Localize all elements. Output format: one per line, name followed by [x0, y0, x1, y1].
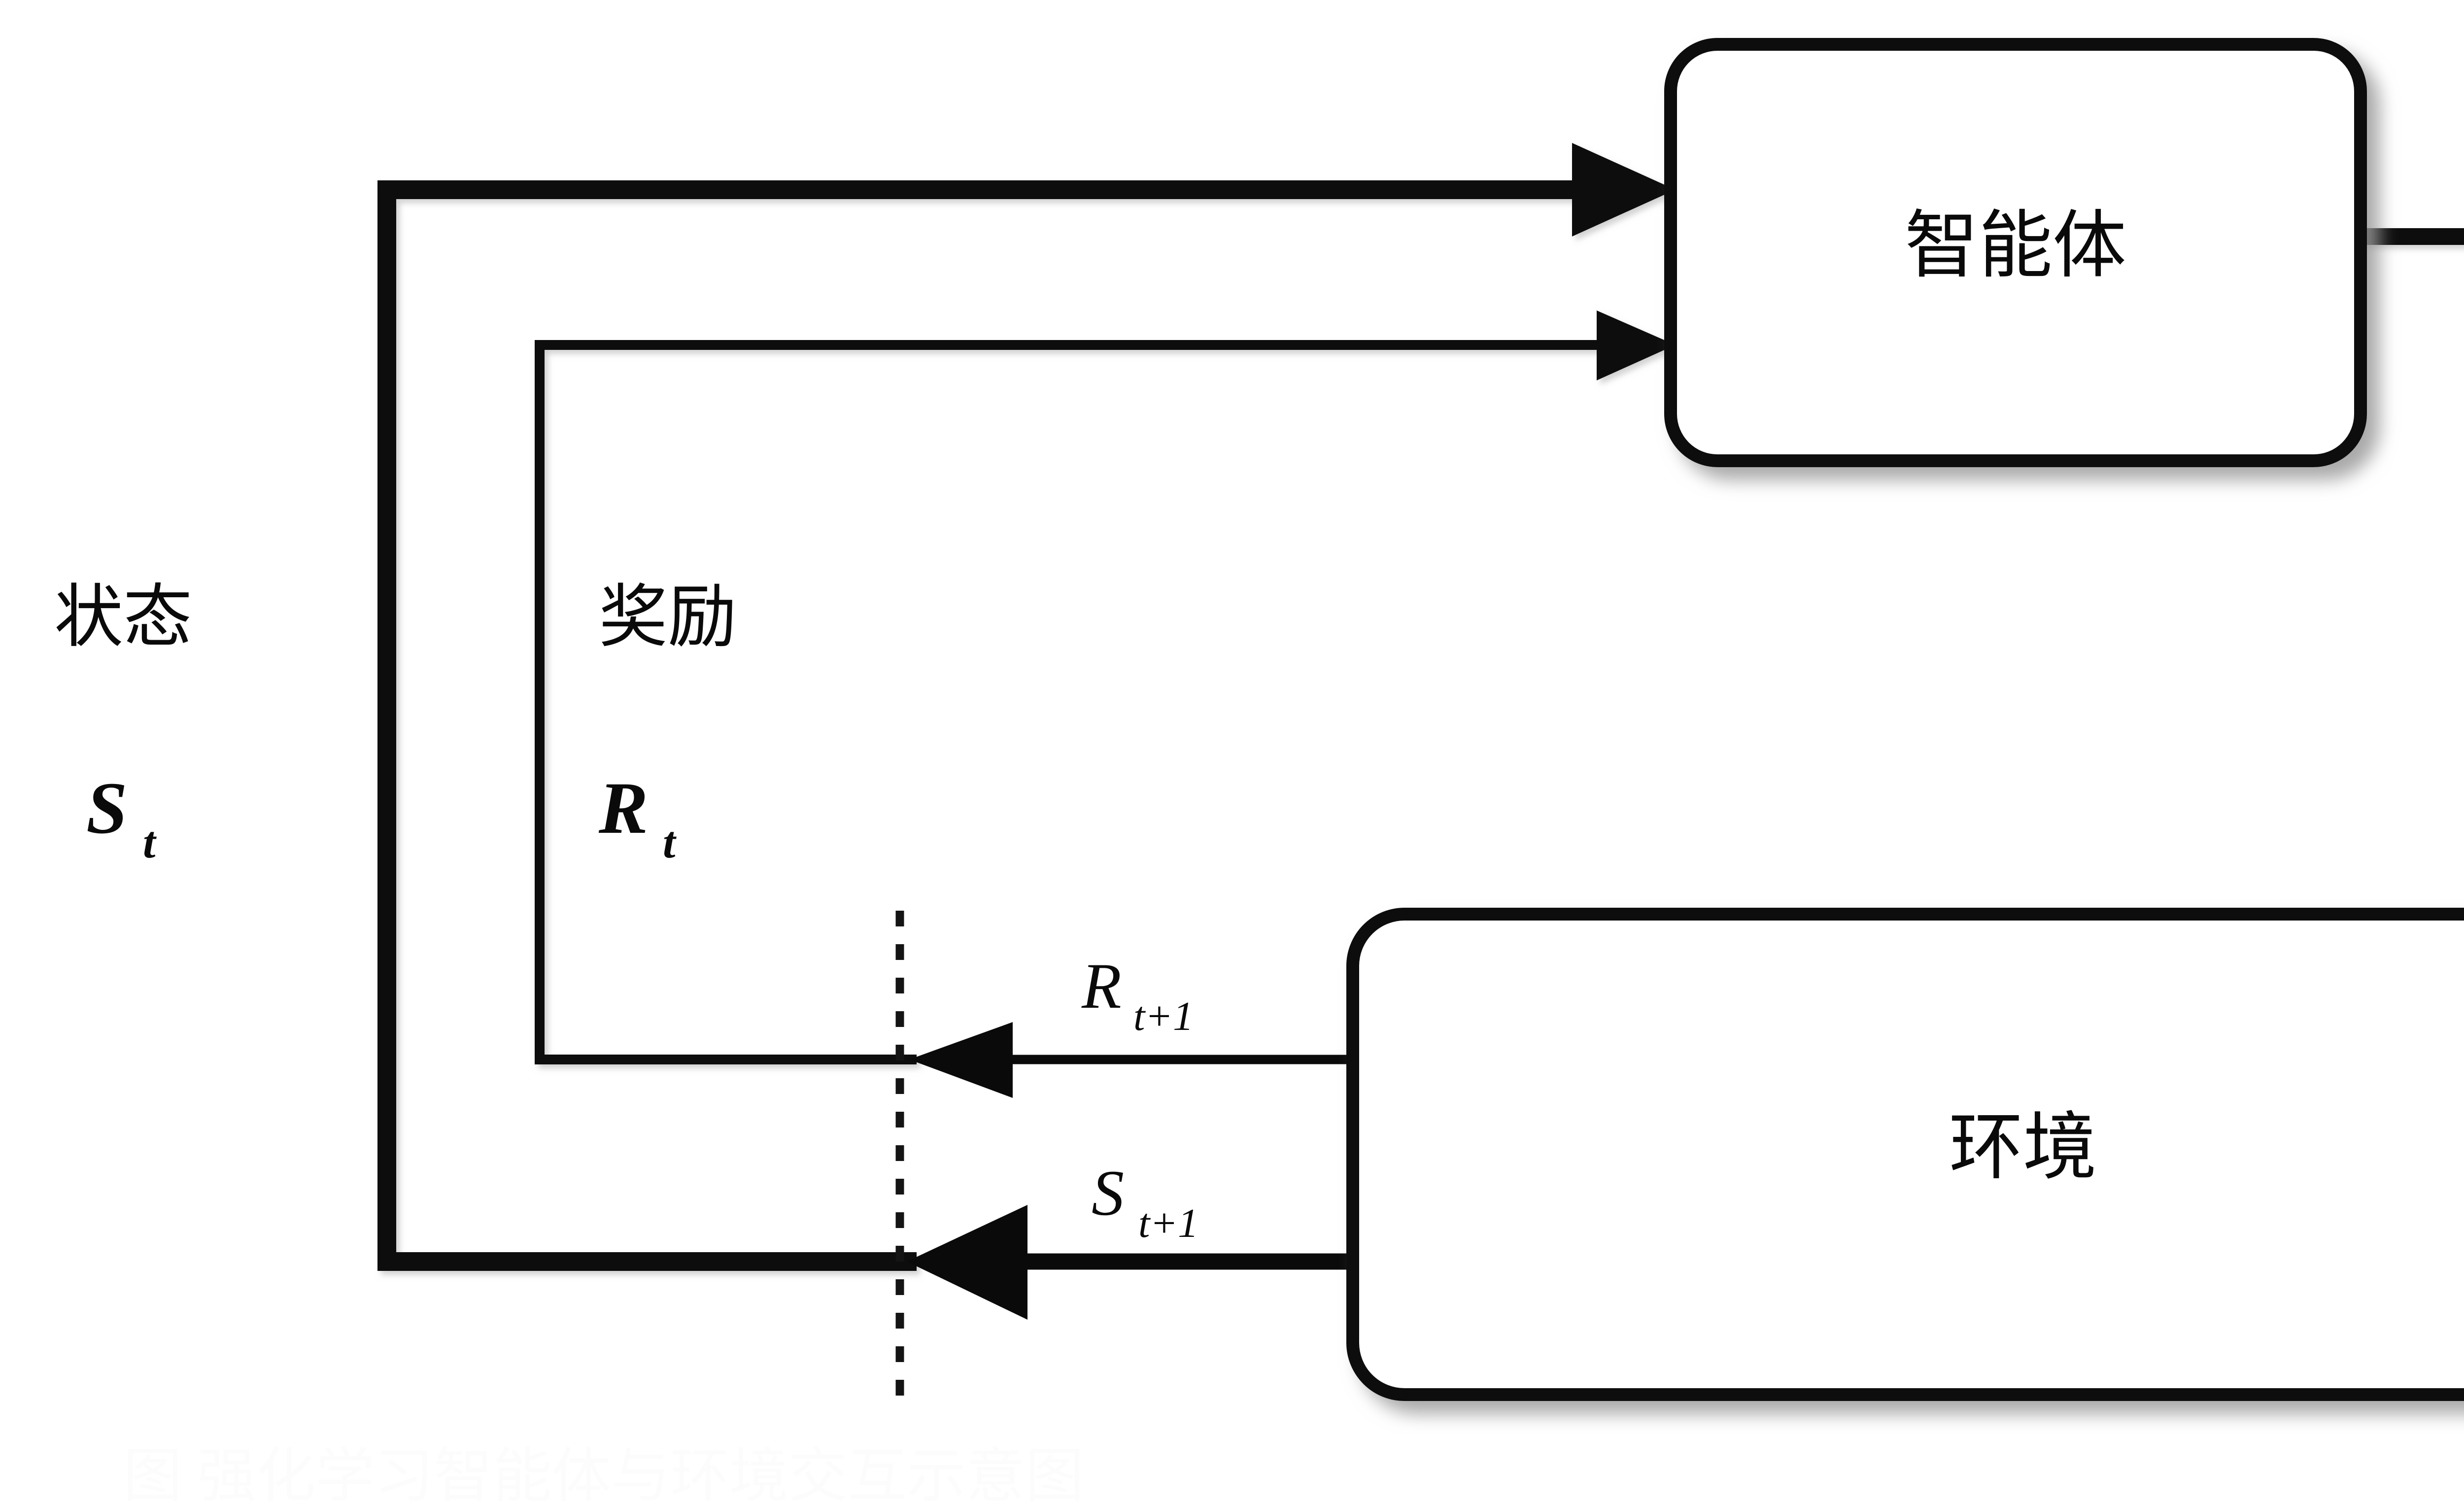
- reward-next-arrowhead-icon: [909, 1022, 1013, 1098]
- state-next-subscript: t+1: [1138, 1200, 1198, 1246]
- edge-reward-path[interactable]: [535, 310, 1676, 1064]
- state-label-text: 状态: [54, 580, 192, 656]
- reward-symbol-subscript: t: [663, 817, 677, 867]
- label-state-next: S t+1: [1092, 1157, 1198, 1246]
- state-symbol: S: [86, 767, 127, 849]
- agent-box: [1664, 38, 2367, 467]
- node-environment[interactable]: 环境: [1346, 908, 2464, 1401]
- state-next-symbol: S: [1092, 1157, 1124, 1229]
- label-reward: 奖励 R t: [598, 580, 737, 867]
- edge-state-path[interactable]: [377, 143, 1676, 1271]
- label-reward-next: R t+1: [1081, 950, 1194, 1039]
- label-state: 状态 S t: [54, 580, 192, 867]
- state-route-line: [377, 180, 1621, 1271]
- edge-state-next[interactable]: [907, 1205, 1353, 1320]
- state-symbol-subscript: t: [143, 817, 157, 867]
- agent-label: 智能体: [1905, 205, 2126, 287]
- figure-caption: 图 强化学习智能体与环境交互示意图: [123, 1443, 1084, 1503]
- reward-route-line: [535, 340, 1626, 1064]
- reward-next-subscript: t+1: [1133, 993, 1194, 1039]
- reward-label-text: 奖励: [599, 580, 737, 656]
- reward-arrowhead-icon: [1597, 310, 1676, 380]
- reward-symbol: R: [598, 767, 648, 849]
- edge-reward-next[interactable]: [909, 1022, 1353, 1098]
- reward-next-symbol: R: [1081, 950, 1122, 1022]
- node-agent[interactable]: 智能体: [1664, 38, 2367, 467]
- state-arrowhead-icon: [1572, 143, 1676, 237]
- state-next-arrowhead-icon: [907, 1205, 1027, 1320]
- environment-label: 环境: [1949, 1107, 2097, 1189]
- environment-box: [1346, 908, 2464, 1401]
